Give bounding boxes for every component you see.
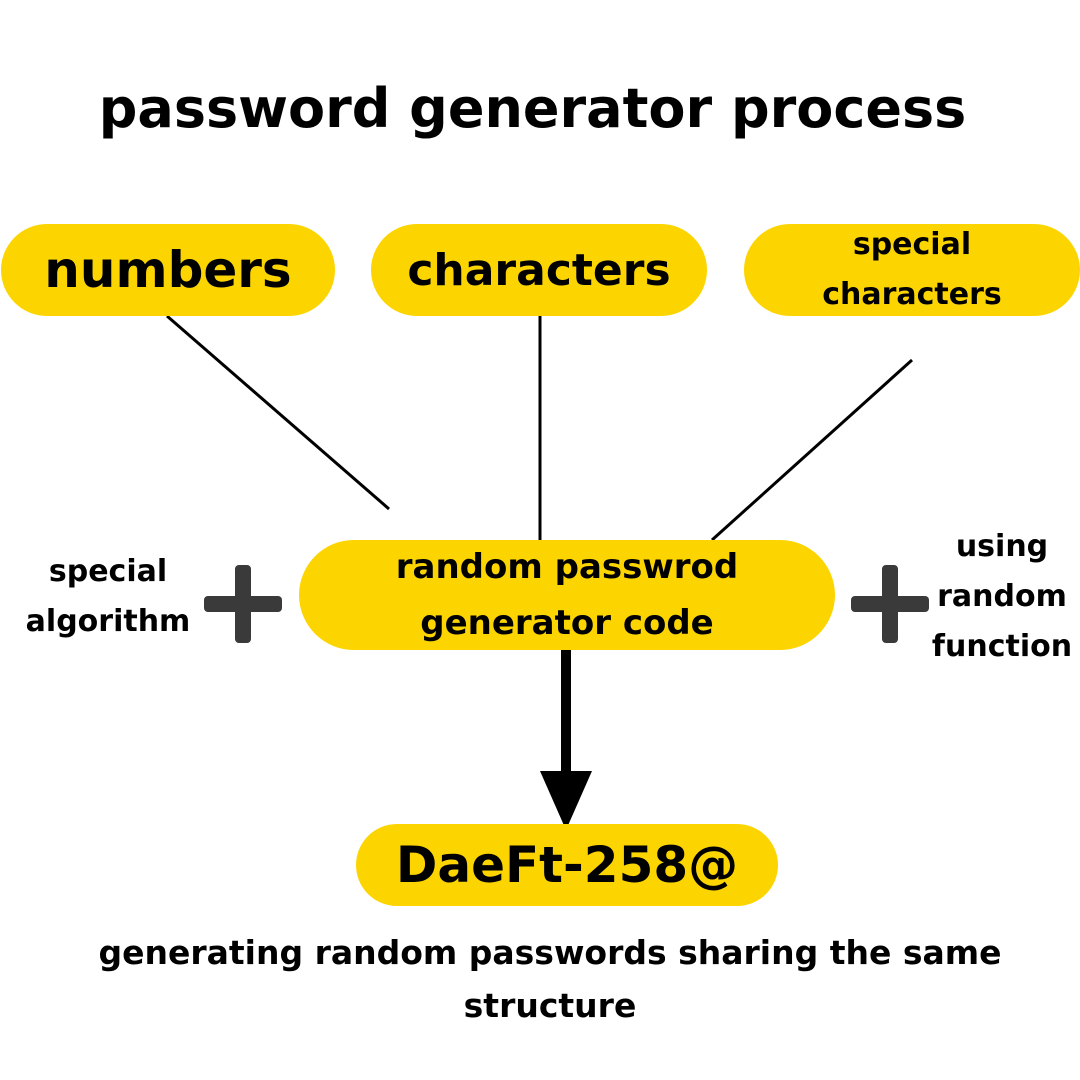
arrow-down-icon — [540, 650, 592, 830]
output-password-text: DaeFt-258@ — [395, 836, 739, 894]
generator-node: random passwrod generator code — [299, 540, 835, 650]
input-characters-label: characters — [407, 244, 671, 296]
plus-icon — [204, 565, 282, 643]
random-function-line1: using — [955, 529, 1049, 564]
connector-special-characters — [710, 358, 914, 542]
output-password: DaeFt-258@ — [356, 824, 778, 906]
special-algorithm-line1: special — [48, 554, 168, 589]
diagram-title: password generator process — [98, 77, 967, 140]
random-function-label: using random function — [924, 522, 1080, 672]
generator-line1: random passwrod — [395, 547, 739, 587]
random-function-line2: random — [937, 579, 1067, 614]
input-characters: characters — [371, 224, 707, 316]
generator-line2: generator code — [420, 603, 714, 643]
random-function-line3: function — [931, 629, 1073, 664]
input-special-characters: special characters — [744, 224, 1080, 316]
special-algorithm-line2: algorithm — [25, 604, 191, 639]
caption: generating random passwords sharing the … — [60, 926, 1040, 1032]
input-special-characters-line2: characters — [822, 277, 1002, 312]
special-algorithm-label: special algorithm — [10, 547, 206, 647]
caption-line2: structure — [463, 986, 637, 1025]
plus-icon — [851, 565, 929, 643]
input-numbers-label: numbers — [44, 241, 292, 299]
connector-numbers — [166, 314, 390, 511]
input-numbers: numbers — [1, 224, 335, 316]
input-special-characters-line1: special — [852, 227, 972, 262]
caption-line1: generating random passwords sharing the … — [98, 933, 1002, 972]
